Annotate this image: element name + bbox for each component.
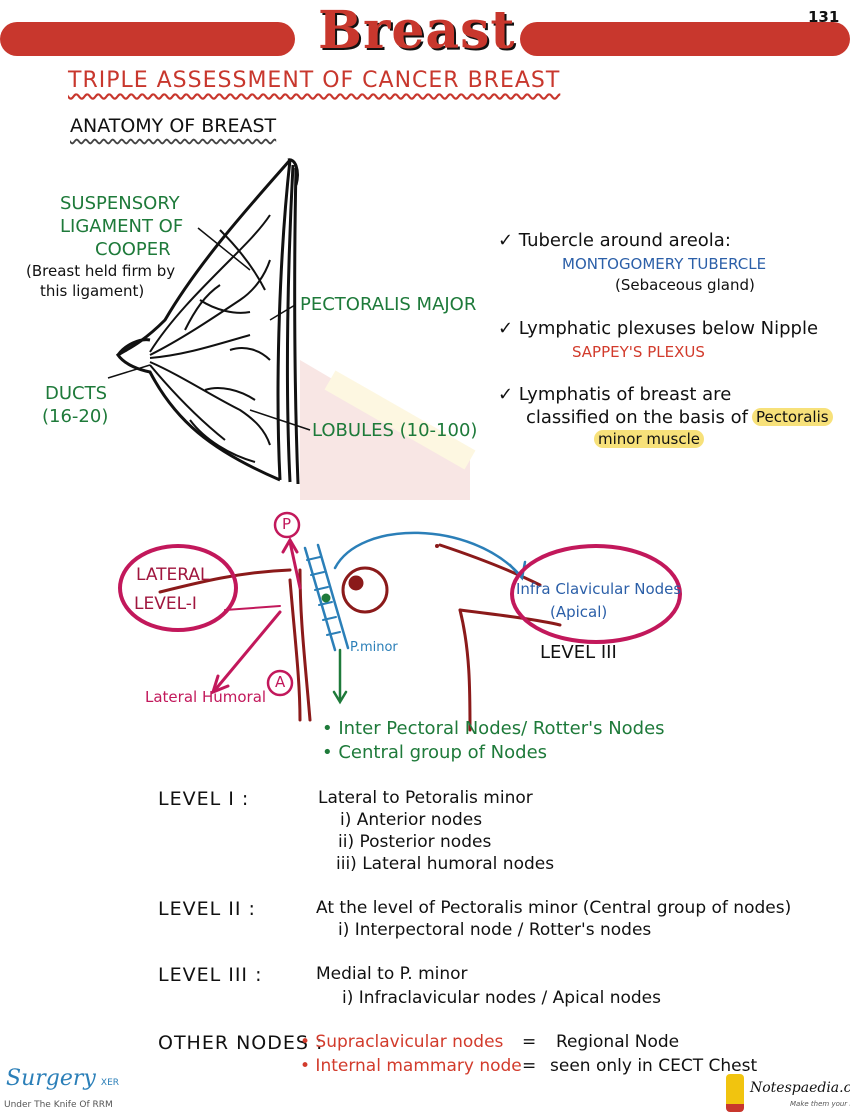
- level-1-item-2: ii) Posterior nodes: [338, 832, 492, 852]
- page-title: Breast: [318, 0, 516, 61]
- label-ducts-2: (16-20): [42, 406, 109, 427]
- bullet-interpectoral: • Inter Pectoral Nodes/ Rotter's Nodes: [322, 718, 665, 739]
- level-2-item: i) Interpectoral node / Rotter's nodes: [338, 920, 652, 940]
- level-1-item-1: i) Anterior nodes: [340, 810, 483, 830]
- note-2-text: ✓ Lymphatic plexuses below Nipple: [498, 318, 819, 339]
- section-heading: TRIPLE ASSESSMENT OF CANCER BREAST: [68, 68, 561, 93]
- label-suspensory-1: SUSPENSORY: [60, 193, 180, 214]
- label-level-3: LEVEL III: [540, 642, 617, 663]
- surgery-brand-sub: XER: [100, 1078, 120, 1088]
- level-2-label: LEVEL II :: [158, 898, 256, 920]
- note-3-text-1: ✓ Lymphatis of breast are: [498, 384, 732, 405]
- label-lateral-humoral: Lateral Humoral: [145, 688, 267, 706]
- label-ducts-1: DUCTS: [45, 383, 108, 404]
- breast-outline-icon: [115, 158, 300, 485]
- label-apical: (Apical): [550, 603, 608, 621]
- level-1-desc: Lateral to Petoralis minor: [318, 788, 533, 808]
- header-bar-left: [0, 22, 295, 56]
- watermark-icon: [300, 360, 476, 500]
- label-p-minor: P.minor: [350, 640, 398, 655]
- sub-heading: ANATOMY OF BREAST: [70, 115, 277, 137]
- note-2-term: SAPPEY'S PLEXUS: [572, 343, 705, 361]
- level-1-label: LEVEL I :: [158, 788, 250, 810]
- bullet-central: • Central group of Nodes: [322, 742, 548, 763]
- other-nodes-label: OTHER NODES :: [158, 1032, 324, 1054]
- other-node-1-name: • Supraclavicular nodes: [300, 1032, 504, 1052]
- label-suspensory-3: COOPER: [95, 239, 171, 260]
- level-2-desc: At the level of Pectoralis minor (Centra…: [316, 898, 792, 918]
- label-suspensory-2: LIGAMENT OF: [60, 216, 184, 237]
- footer-left-tagline: Under The Knife Of RRM: [4, 1100, 113, 1110]
- marker-p: P: [282, 515, 292, 533]
- label-suspensory-note-2: this ligament): [40, 282, 145, 300]
- level-1-item-3: iii) Lateral humoral nodes: [336, 854, 555, 874]
- other-node-2-eq: =: [522, 1056, 537, 1076]
- surgery-brand: Surgery: [6, 1066, 96, 1091]
- note-3-highlight-1: Pectoralis: [752, 408, 833, 426]
- breast-ducts-icon: [149, 214, 271, 463]
- level-3-item: i) Infraclavicular nodes / Apical nodes: [342, 988, 661, 1008]
- other-node-2-name: • Internal mammary node: [300, 1056, 522, 1076]
- level-3-label: LEVEL III :: [158, 964, 263, 986]
- label-suspensory-note-1: (Breast held firm by: [26, 262, 176, 280]
- notespaedia-logo-icon: [726, 1074, 744, 1112]
- note-1-sub: (Sebaceous gland): [615, 276, 755, 294]
- note-3-text-2: classified on the basis of: [526, 407, 748, 428]
- page-number: 131: [808, 8, 840, 26]
- footer-left-logo: Surgery XER: [6, 1066, 119, 1091]
- label-pectoralis-major: PECTORALIS MAJOR: [300, 294, 477, 315]
- header-bar-right: [520, 22, 850, 56]
- marker-a: A: [275, 673, 286, 691]
- other-node-2-val: seen only in CECT Chest: [550, 1056, 758, 1076]
- footer-right-tagline: Make them your notes: [790, 1100, 850, 1108]
- label-lateral-1: LATERAL: [136, 565, 210, 585]
- label-infraclavicular: Infra Clavicular Nodes: [516, 580, 682, 598]
- note-1-term: MONTOGOMERY TUBERCLE: [562, 255, 767, 273]
- note-3-highlight-2: minor muscle: [594, 430, 704, 448]
- label-lobules: LOBULES (10-100): [312, 420, 478, 441]
- level-3-desc: Medial to P. minor: [316, 964, 468, 984]
- other-node-1-val: Regional Node: [556, 1032, 680, 1052]
- note-1-text: ✓ Tubercle around areola:: [498, 230, 731, 251]
- label-lateral-2: LEVEL-I: [134, 594, 197, 614]
- footer-right-brand: Notespaedia.com: [750, 1080, 850, 1096]
- other-node-1-eq: =: [522, 1032, 537, 1052]
